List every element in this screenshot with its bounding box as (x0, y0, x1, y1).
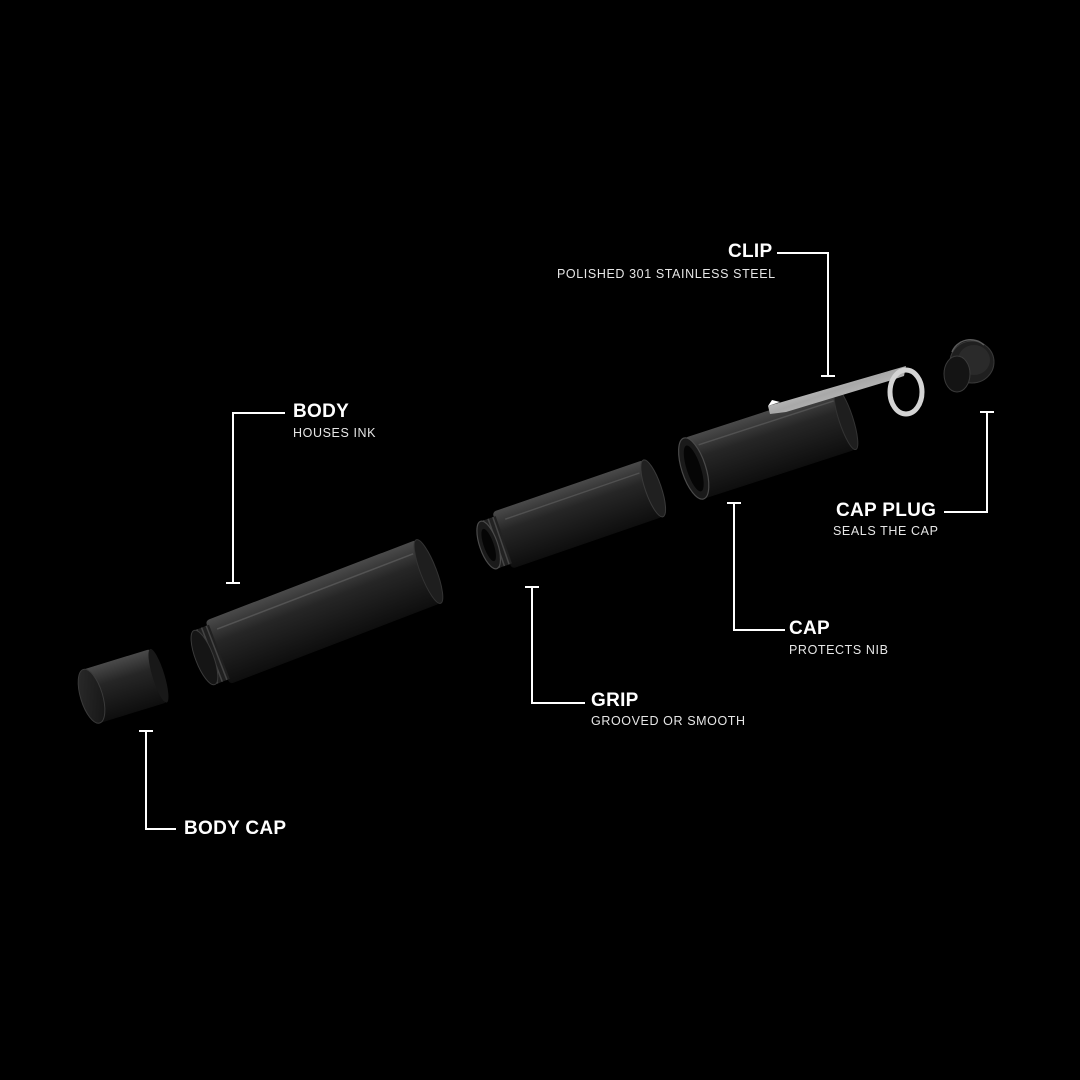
leader-line-clip (777, 252, 835, 377)
grip-part (476, 459, 667, 570)
body-label: BODY (293, 401, 350, 422)
body-cap-part (77, 648, 169, 724)
cap-plug-description: SEALS THE CAP (833, 524, 939, 538)
body-description: HOUSES INK (293, 426, 377, 440)
body-cap-label: BODY CAP (184, 818, 287, 839)
leader-line-cap (727, 502, 785, 631)
cap-plug-part (943, 338, 995, 393)
cap-plug-label: CAP PLUG (836, 500, 937, 521)
clip-description: POLISHED 301 STAINLESS STEEL (557, 267, 776, 281)
leader-line-body-cap (139, 730, 176, 830)
leader-line-cap-plug (944, 411, 994, 513)
clip-part (768, 366, 925, 417)
cap-description: PROTECTS NIB (789, 643, 889, 657)
grip-description: GROOVED OR SMOOTH (591, 714, 746, 728)
cap-part (678, 388, 859, 500)
cap-label: CAP (789, 618, 831, 639)
leader-line-grip (525, 586, 585, 704)
grip-label: GRIP (591, 690, 639, 711)
body-part (190, 539, 444, 686)
clip-label: CLIP (728, 241, 773, 262)
leader-line-body (226, 412, 285, 584)
